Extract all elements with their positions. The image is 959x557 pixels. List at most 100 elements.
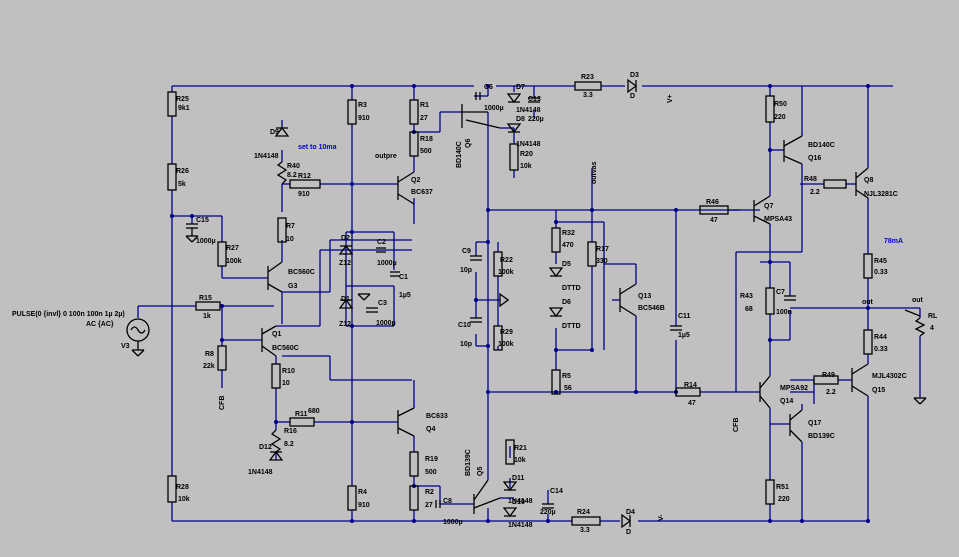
r40-ref: R40	[287, 163, 300, 170]
r51-val: 220	[778, 496, 790, 503]
r48-ref: R48	[804, 176, 817, 183]
d5-val: DTTD	[562, 285, 581, 292]
r20-ref: R20	[520, 151, 533, 158]
bias-note: set to 10ma	[298, 144, 337, 151]
q14-ref: Q14	[780, 398, 793, 405]
q16-ref: Q16	[808, 155, 821, 162]
r11-ref: R11	[295, 411, 308, 418]
resistor-symbols	[167, 81, 926, 526]
c2-ref: C2	[377, 239, 386, 246]
r21-ref: R21	[514, 445, 527, 452]
c15-val: 1000µ	[196, 238, 216, 245]
q3-val: BC560C	[288, 269, 315, 276]
c14-val: 220µ	[540, 509, 556, 516]
r12-val: 910	[298, 191, 310, 198]
r11-val: 680	[308, 408, 320, 415]
r5-ref: R5	[562, 373, 571, 380]
q6-ref: Q6	[465, 139, 472, 148]
r23-ref: R23	[581, 74, 594, 81]
r50-ref: R50	[774, 101, 787, 108]
rl-ref: RL	[928, 313, 938, 320]
c8-ref: C8	[443, 498, 452, 505]
r24-ref: R24	[577, 509, 590, 516]
c15-ref: C15	[196, 217, 209, 224]
net-vplus-label: V+	[667, 94, 674, 103]
r40-val: 8.2	[287, 172, 297, 179]
d6-val: DTTD	[562, 323, 581, 330]
labels: PULSE(0 {invl} 0 100n 100n 1µ 2µ) AC {AC…	[12, 72, 938, 536]
q5-val: BD139C	[465, 449, 472, 476]
d11-ref: D11	[512, 475, 525, 482]
c13-val: 220µ	[528, 116, 544, 123]
c10-val: 10p	[460, 341, 472, 348]
r51-ref: R51	[776, 484, 789, 491]
r25-ref: R25	[176, 96, 189, 103]
q5-ref: Q5	[477, 467, 484, 476]
c2-val: 1000µ	[377, 260, 397, 267]
d1-ref: D1	[341, 296, 350, 303]
q2-val: BC637	[411, 189, 433, 196]
r49-val: 2.2	[826, 389, 836, 396]
r19-ref: R19	[425, 456, 438, 463]
q14-val: MPSA92	[780, 385, 808, 392]
c9-val: 10p	[460, 267, 472, 274]
c6-val: 1000µ	[484, 105, 504, 112]
current-note: 78mA	[884, 238, 903, 245]
r29-ref: R29	[500, 329, 513, 336]
r46-ref: R46	[706, 199, 719, 206]
q1-val: BC560C	[272, 345, 299, 352]
c6-ref: C6	[484, 84, 493, 91]
q8-val: NJL3281C	[864, 191, 898, 198]
r5-val: 56	[564, 385, 572, 392]
d11-val: 1N4148	[508, 498, 533, 505]
d9-ref: D9	[270, 129, 279, 136]
r10-val: 10	[282, 380, 290, 387]
d4-val: D	[626, 529, 631, 536]
r27-val: 100k	[226, 258, 242, 265]
r18-ref: R18	[420, 136, 433, 143]
c10-ref: C10	[458, 322, 471, 329]
d10-ref: D10	[512, 499, 525, 506]
r8-val: 22k	[203, 363, 215, 370]
r7-ref: R7	[286, 223, 295, 230]
q13-val: BC546B	[638, 305, 665, 312]
r20-val: 10k	[520, 163, 532, 170]
q8-ref: Q8	[864, 177, 873, 184]
rl-val: 4	[930, 325, 934, 332]
net-outpre-label: outpre	[375, 153, 397, 160]
r17-ref: R17	[596, 246, 609, 253]
r46-val: 47	[710, 217, 718, 224]
r2-val: 27	[425, 502, 433, 509]
r1-ref: R1	[420, 102, 429, 109]
r28-val: 10k	[178, 496, 190, 503]
r44-val: 0.33	[874, 346, 888, 353]
d8-ref: D8	[516, 116, 525, 123]
q13-ref: Q13	[638, 293, 651, 300]
c11-val: 1µ5	[678, 332, 690, 339]
d1-val: Z12	[339, 321, 351, 328]
d3-ref: D3	[630, 72, 639, 79]
q17-val: BD139C	[808, 433, 835, 440]
ground-symbols	[185, 235, 927, 405]
r4-val: 910	[358, 502, 370, 509]
q4-ref: Q4	[426, 426, 435, 433]
r29-val: 100k	[498, 341, 514, 348]
r28-ref: R28	[176, 484, 189, 491]
r45-ref: R45	[874, 258, 887, 265]
r12-ref: R12	[298, 173, 311, 180]
c9-ref: C9	[462, 248, 471, 255]
q17-ref: Q17	[808, 420, 821, 427]
r24-val: 3.3	[580, 527, 590, 534]
r44-ref: R44	[874, 334, 887, 341]
r10-ref: R10	[282, 368, 295, 375]
r14-val: 47	[688, 400, 696, 407]
r22-val: 100k	[498, 269, 514, 276]
r49-ref: R49	[822, 372, 835, 379]
q4-val: BC633	[426, 413, 448, 420]
r43-ref: R43	[740, 293, 753, 300]
r32-val: 470	[562, 242, 574, 249]
r26-ref: R26	[176, 168, 189, 175]
c3-val: 1000µ	[376, 320, 396, 327]
d8-val: 1N4148	[516, 141, 541, 148]
r1-val: 27	[420, 115, 428, 122]
